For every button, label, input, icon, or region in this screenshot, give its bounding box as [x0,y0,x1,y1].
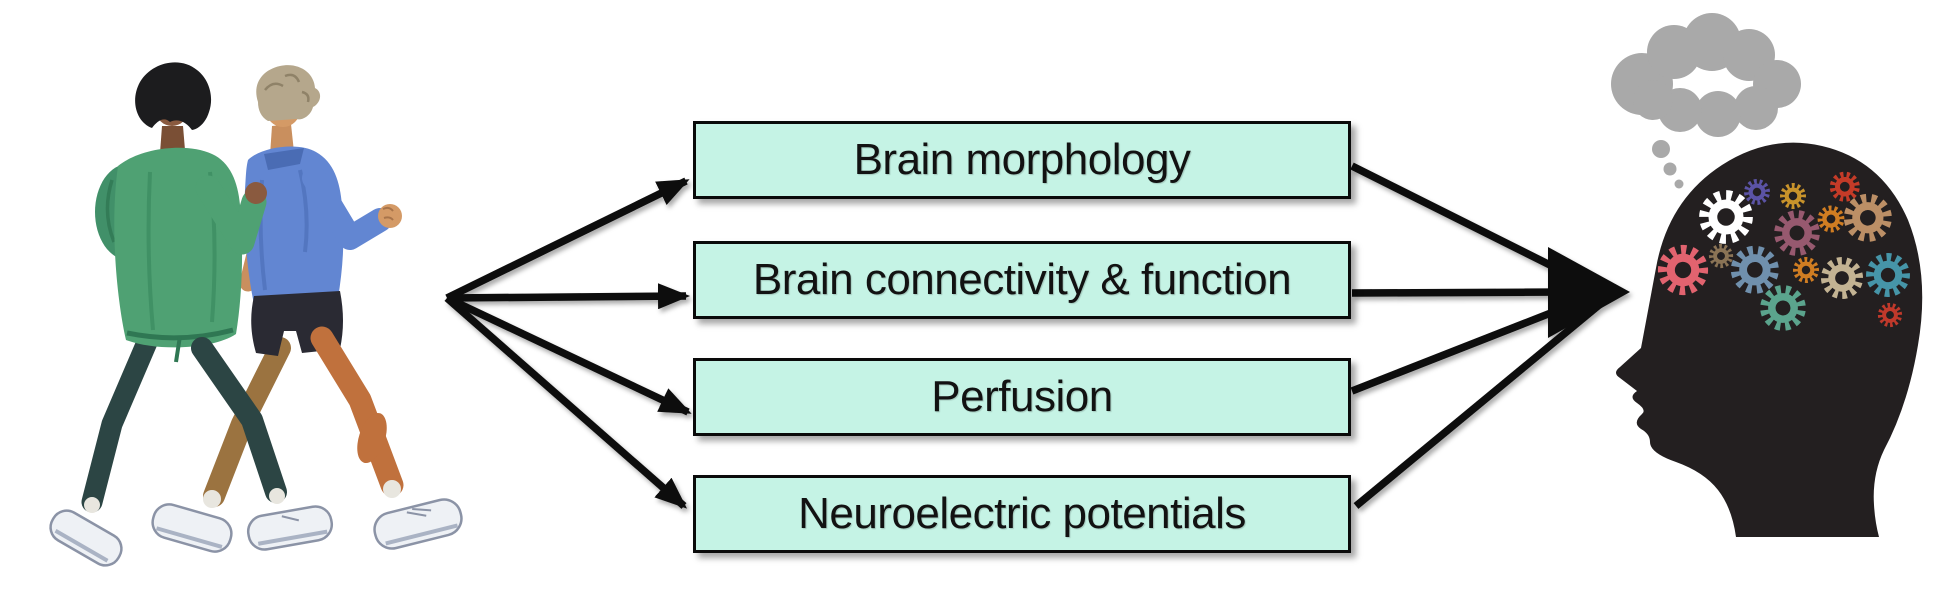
fan-out-arrows [444,177,692,509]
arrow-to-neuroelectric-potentials [444,295,688,509]
walkers-illustration [49,62,463,567]
gear-icon [1705,196,1748,239]
arrow-to-brain-connectivity [446,283,690,310]
gear-icon [1846,196,1890,240]
gear-icon [1832,173,1858,199]
walker-blue-jacket [151,65,463,553]
walker-green-jacket [49,62,334,567]
big-arrowhead [1548,247,1630,338]
gear-icon [1777,213,1816,252]
converge-arrows [1350,162,1630,509]
box-neuroelectric-potentials: Neuroelectric potentials [693,475,1351,553]
thought-cloud-icon [1611,13,1801,189]
box-brain-connectivity-function: Brain connectivity & function [693,241,1351,319]
arrow-from-neuroelectric-potentials [1353,298,1607,509]
arrow-from-brain-connectivity [1351,288,1573,297]
head-illustration [1611,13,1923,537]
arrow-to-perfusion [445,294,692,416]
box-label: Perfusion [931,372,1113,421]
box-label: Neuroelectric potentials [798,489,1246,538]
box-brain-morphology: Brain morphology [693,121,1351,199]
box-label: Brain morphology [853,135,1191,184]
arrow-to-brain-morphology [445,177,690,302]
box-perfusion: Perfusion [693,358,1351,436]
box-label: Brain connectivity & function [752,255,1292,304]
gear-icon [1763,288,1804,329]
head-silhouette [1616,142,1923,537]
gear-icon [1733,248,1776,291]
